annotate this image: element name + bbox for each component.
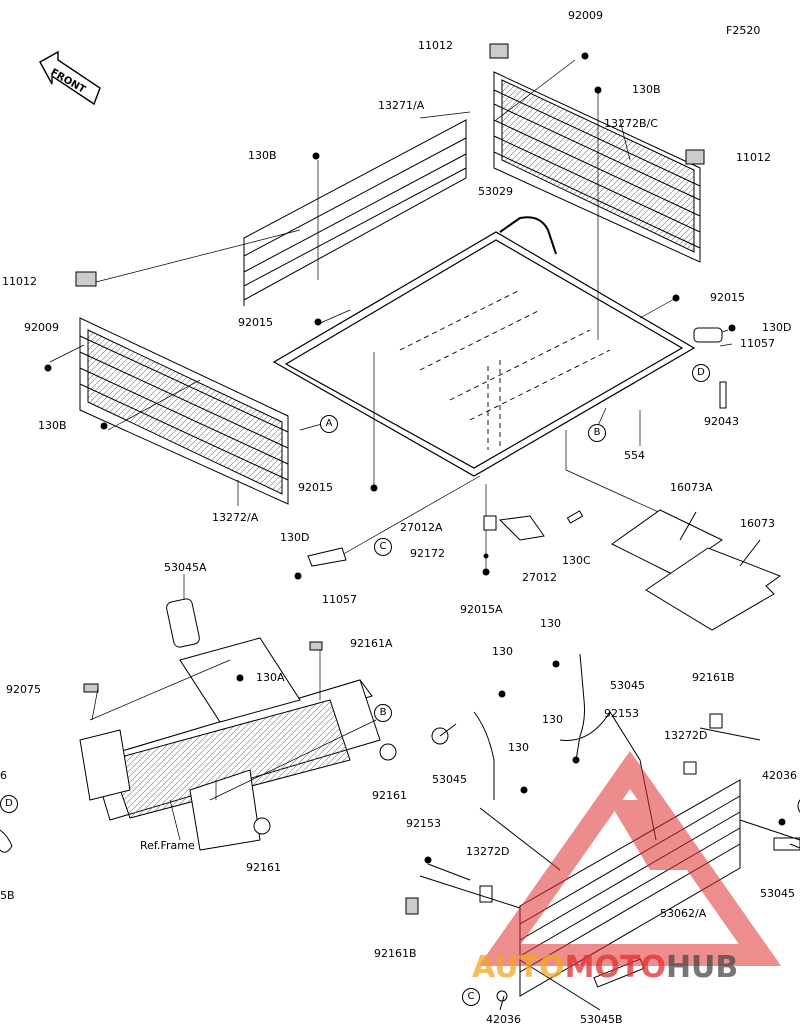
part-label-130A: 130A [256,671,285,684]
part-label-16073A: 16073A [670,481,713,494]
cutoff-parts-left [0,799,800,853]
floor-mats [611,509,782,631]
fig-code: F2520 [726,24,761,37]
frame-assembly [79,598,397,851]
part-label-53045-c: 53045 [760,887,795,900]
part-label-cut-5B: 5B [0,889,15,902]
part-label-130-b: 130 [492,645,513,658]
callout-D-left: D [0,795,18,813]
part-label-92009-top: 92009 [568,9,603,22]
part-label-130B-top: 130B [632,83,661,96]
part-label-13272D-a: 13272D [664,729,708,742]
part-label-130C: 130C [562,554,591,567]
part-label-92009-left: 92009 [24,321,59,334]
part-label-92161B-b: 92161B [374,947,417,960]
part-label-92161: 92161 [372,789,407,802]
part-label-130D-left: 130D [280,531,310,544]
watermark-part3: HUB [665,950,739,985]
front-arrow-icon: FRONT [39,50,101,106]
hardware-upper [44,52,736,580]
part-label-92015A: 92015A [460,603,503,616]
part-label-53045-a: 53045 [610,679,645,692]
part-label-13272BC: 13272B/C [604,117,658,130]
callout-A: A [320,415,338,433]
watermark-part2: MOTO [564,950,666,985]
part-label-92015-bottom: 92015 [298,481,333,494]
part-label-53045-b: 53045 [432,773,467,786]
callout-D-right: D [692,364,710,382]
part-label-92161A: 92161A [350,637,393,650]
part-label-53029: 53029 [478,185,513,198]
part-label-27012: 27012 [522,571,557,584]
part-label-92043: 92043 [704,415,739,428]
gate-panel-right-rear [489,43,705,263]
part-label-92153-b: 92153 [406,817,441,830]
part-label-53045A: 53045A [164,561,207,574]
watermark-text: AUTOMOTOHUB [472,950,738,985]
cables-53045 [419,653,800,1011]
callout-B-lower: B [374,704,392,722]
part-label-13272A: 13272/A [212,511,259,524]
part-label-92015-mid: 92015 [238,316,273,329]
ref-frame-label: Ref.Frame [140,839,195,852]
watermark-logo [478,750,782,966]
part-label-11057-right: 11057 [740,337,775,350]
side-panel-13271 [243,119,467,306]
part-label-27012A: 27012A [400,521,443,534]
part-label-92075: 92075 [6,683,41,696]
part-label-92015-right: 92015 [710,291,745,304]
part-label-92161B-a: 92161B [692,671,735,684]
part-label-42036-b: 42036 [486,1013,521,1026]
part-label-11012-right: 11012 [736,151,771,164]
part-label-554: 554 [624,449,645,462]
part-label-53045B: 53045B [580,1013,623,1026]
part-label-11057-left: 11057 [322,593,357,606]
part-label-130-a: 130 [540,617,561,630]
part-label-13272D-b: 13272D [466,845,510,858]
watermark-part1: AUTO [472,950,565,985]
part-label-92161-b: 92161 [246,861,281,874]
callout-C-mid: C [374,538,392,556]
part-label-42036-a: 42036 [762,769,797,782]
part-label-130-c: 130 [542,713,563,726]
part-label-cut-6: 6 [0,769,7,782]
part-label-130-d: 130 [508,741,529,754]
part-label-92172: 92172 [410,547,445,560]
part-label-130B-mid: 130B [248,149,277,162]
leader-lines-lower [89,574,377,841]
part-label-16073: 16073 [740,517,775,530]
part-label-130B-left: 130B [38,419,67,432]
part-label-11012-left: 11012 [2,275,37,288]
part-label-53062A: 53062/A [660,907,707,920]
gate-panel-left-front [75,271,289,505]
callout-C-bottom: C [462,988,480,1006]
part-label-11012-top: 11012 [418,39,453,52]
part-label-13271A: 13271/A [378,99,425,112]
bed-floor-53029 [272,216,696,477]
part-label-130D-right: 130D [762,321,792,334]
callout-B-mid: B [588,424,606,442]
part-label-92153-a: 92153 [604,707,639,720]
